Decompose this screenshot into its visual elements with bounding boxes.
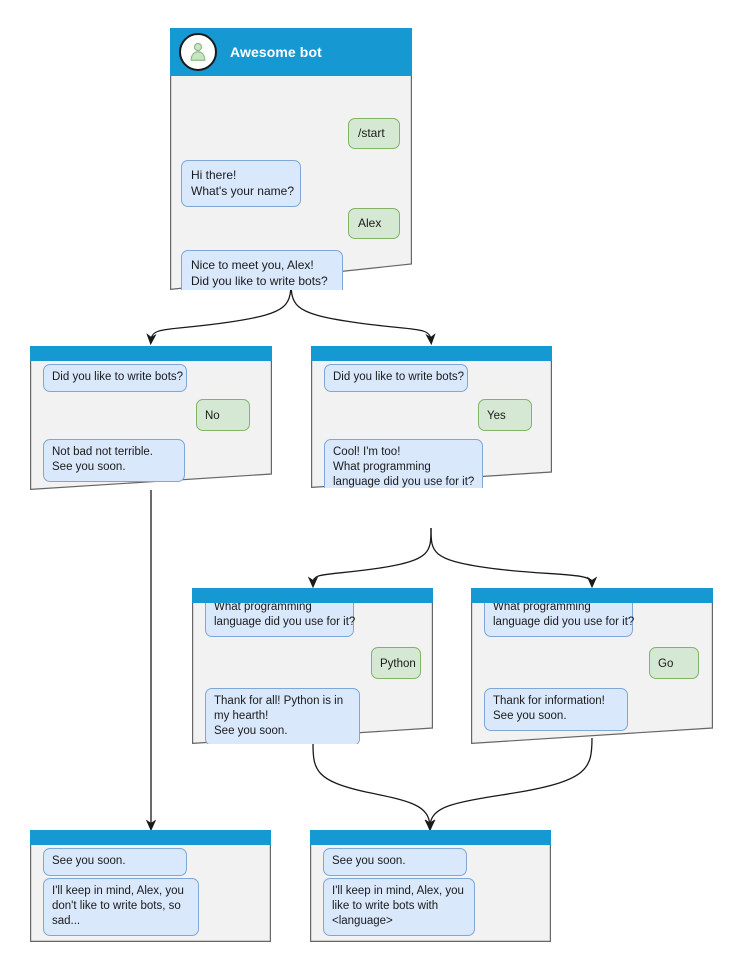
message-bubble-bot[interactable]: Nice to meet you, Alex! Did you like to …: [181, 250, 343, 290]
node-end-no[interactable]: See you soon. I'll keep in mind, Alex, y…: [30, 830, 271, 942]
chat-body-end-yes: See you soon. I'll keep in mind, Alex, y…: [310, 845, 551, 942]
message-bubble-user[interactable]: Alex: [348, 208, 400, 239]
message-bubble-bot[interactable]: Cool! I'm too! What programming language…: [324, 439, 483, 488]
chat-body-yes-branch: Did you like to write bots? Yes Cool! I'…: [311, 361, 552, 488]
card-header-go-branch: [471, 588, 713, 603]
message-bubble-user[interactable]: Go: [649, 647, 699, 679]
node-python-branch[interactable]: What programming language did you use fo…: [192, 588, 433, 744]
card-header-no-branch: [30, 346, 272, 361]
message-bubble-user[interactable]: Yes: [478, 399, 532, 431]
card-header-root: Awesome bot: [170, 28, 412, 76]
message-bubble-bot[interactable]: I'll keep in mind, Alex, you don't like …: [43, 878, 199, 936]
card-header-end-no: [30, 830, 271, 845]
chat-body-no-branch: Did you like to write bots? No Not bad n…: [30, 361, 272, 490]
message-bubble-bot[interactable]: Did you like to write bots?: [43, 364, 187, 392]
node-yes-branch[interactable]: Did you like to write bots? Yes Cool! I'…: [311, 346, 552, 488]
message-bubble-bot[interactable]: Thank for all! Python is in my hearth! S…: [205, 688, 360, 744]
message-bubble-bot[interactable]: Did you like to write bots?: [324, 364, 468, 392]
node-go-branch[interactable]: What programming language did you use fo…: [471, 588, 713, 744]
message-bubble-user[interactable]: /start: [348, 118, 400, 149]
message-bubble-bot[interactable]: Thank for information! See you soon.: [484, 688, 628, 731]
person-avatar-icon: [179, 33, 217, 71]
chat-body-go-branch: What programming language did you use fo…: [471, 603, 713, 744]
message-bubble-bot[interactable]: Not bad not terrible. See you soon.: [43, 439, 185, 482]
message-bubble-bot[interactable]: I'll keep in mind, Alex, you like to wri…: [323, 878, 475, 936]
message-bubble-bot[interactable]: See you soon.: [43, 848, 187, 876]
node-end-yes[interactable]: See you soon. I'll keep in mind, Alex, y…: [310, 830, 551, 942]
chat-body-python-branch: What programming language did you use fo…: [192, 603, 433, 744]
edge-yes-to-python: [307, 527, 432, 589]
node-root-awesome-bot[interactable]: Awesome bot /start Hi there! What's your…: [170, 28, 412, 290]
card-title-root: Awesome bot: [230, 44, 322, 60]
message-bubble-bot[interactable]: What programming language did you use fo…: [484, 603, 634, 637]
edge-yes-to-go: [430, 527, 598, 589]
node-no-branch[interactable]: Did you like to write bots? No Not bad n…: [30, 346, 272, 490]
card-header-python-branch: [192, 588, 433, 603]
person-glyph: [190, 42, 206, 61]
message-bubble-bot[interactable]: See you soon.: [323, 848, 467, 876]
message-bubble-user[interactable]: No: [196, 399, 250, 431]
edge-go-to-end: [425, 737, 593, 832]
message-bubble-user[interactable]: Python: [371, 647, 421, 679]
card-header-end-yes: [310, 830, 551, 845]
chat-body-end-no: See you soon. I'll keep in mind, Alex, y…: [30, 845, 271, 942]
edge-python-to-end: [312, 743, 435, 832]
message-bubble-bot[interactable]: What programming language did you use fo…: [205, 603, 355, 637]
chat-body-root: /start Hi there! What's your name? Alex …: [170, 76, 412, 290]
card-header-yes-branch: [311, 346, 552, 361]
message-bubble-bot[interactable]: Hi there! What's your name?: [181, 160, 301, 207]
